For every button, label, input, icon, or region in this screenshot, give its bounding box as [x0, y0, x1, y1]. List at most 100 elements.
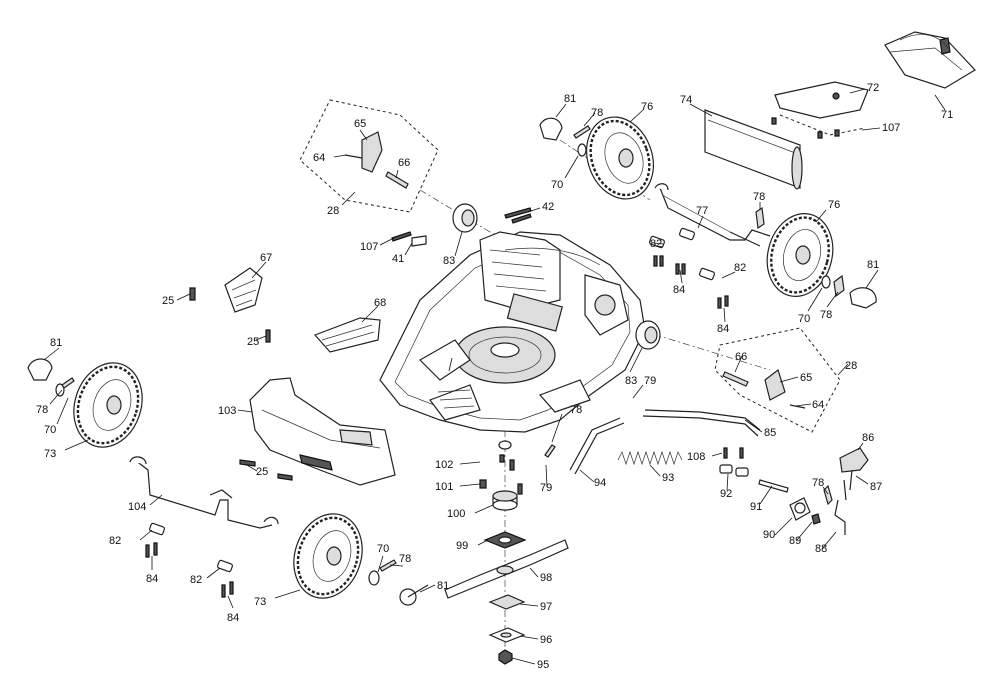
callout-77: 77: [696, 205, 708, 217]
leader-lines: [43, 88, 946, 665]
callout-99: 99: [456, 540, 468, 552]
callout-78: 78: [812, 477, 824, 489]
callout-94: 94: [594, 477, 606, 489]
rear-flap-74: [704, 109, 803, 190]
callout-72: 72: [867, 82, 879, 94]
wheel-76-top: [586, 116, 654, 200]
callout-labels: 81 78 76 70 74 72 71 107 65 64 66 28 42 …: [36, 82, 953, 671]
mower-deck: [379, 231, 646, 433]
callout-102: 102: [435, 459, 453, 471]
callout-78: 78: [399, 553, 411, 565]
callout-70: 70: [44, 424, 56, 436]
callout-70: 70: [798, 313, 810, 325]
wheel-76-right: [766, 212, 834, 298]
callout-88: 88: [815, 543, 827, 555]
bracket-90-spring-89: [789, 497, 821, 525]
callout-74: 74: [680, 94, 692, 106]
callout-103: 103: [218, 405, 236, 417]
callout-81: 81: [564, 93, 576, 105]
callout-76: 76: [828, 199, 840, 211]
callout-41: 41: [392, 253, 404, 265]
callout-28: 28: [845, 360, 857, 372]
callout-84: 84: [146, 573, 158, 585]
callout-107: 107: [882, 122, 900, 134]
callout-82: 82: [734, 262, 746, 274]
callout-25: 25: [256, 466, 268, 478]
fasteners-101-102: [479, 440, 523, 495]
washers-70: [55, 143, 831, 586]
plate-97: [488, 594, 526, 610]
knobs-83: [452, 203, 661, 350]
brackets-82-pins-84: [145, 227, 729, 598]
callout-101: 101: [435, 481, 453, 493]
callout-82: 82: [109, 535, 121, 547]
callout-68: 68: [374, 297, 386, 309]
callout-90: 90: [763, 529, 775, 541]
callout-104: 104: [128, 501, 146, 513]
cover-72: [771, 81, 869, 139]
callout-25: 25: [162, 295, 174, 307]
callout-96: 96: [540, 634, 552, 646]
callout-85: 85: [764, 427, 776, 439]
callout-76: 76: [641, 101, 653, 113]
callout-83: 83: [443, 255, 455, 267]
lever-88-bolt-87: [834, 479, 847, 535]
spring-93: [617, 450, 683, 466]
blade-98: [444, 539, 569, 599]
callout-73: 73: [254, 596, 266, 608]
pins-78: [61, 125, 845, 572]
callout-66: 66: [735, 351, 747, 363]
callout-82: 82: [190, 574, 202, 586]
bag-frame-71: [884, 31, 976, 89]
callout-89: 89: [789, 535, 801, 547]
callout-87: 87: [870, 481, 882, 493]
wheel-73-bottom: [293, 513, 363, 599]
callout-66: 66: [398, 157, 410, 169]
rear-axle-77: [654, 183, 771, 247]
callout-92: 92: [720, 488, 732, 500]
callout-78: 78: [570, 404, 582, 416]
rod-85: [642, 409, 761, 437]
side-guard-103: [249, 377, 396, 486]
callout-70: 70: [377, 543, 389, 555]
callout-84: 84: [227, 612, 239, 624]
callout-79: 79: [540, 482, 552, 494]
plate-96: [488, 627, 526, 643]
callout-79: 79: [644, 375, 656, 387]
callout-81: 81: [867, 259, 879, 271]
callout-107: 107: [360, 241, 378, 253]
deflector-67: [224, 267, 263, 313]
callout-100: 100: [447, 508, 465, 520]
callout-81: 81: [50, 337, 62, 349]
callout-95: 95: [537, 659, 549, 671]
rod-94: [569, 417, 625, 475]
callout-82: 82: [650, 238, 662, 250]
callout-98: 98: [540, 572, 552, 584]
callout-97: 97: [540, 601, 552, 613]
callout-67: 67: [260, 252, 272, 264]
wheel-73-left: [73, 362, 143, 448]
callout-64: 64: [812, 399, 824, 411]
callout-78: 78: [820, 309, 832, 321]
callout-78: 78: [753, 191, 765, 203]
hub-caps-81: [27, 117, 877, 606]
front-axle-104: [129, 456, 279, 529]
bolts-42-41-107: [391, 207, 532, 247]
bushings-92-screws-108: [719, 447, 749, 477]
fan-99: [483, 531, 527, 549]
nut-95: [498, 649, 513, 665]
callout-28: 28: [327, 205, 339, 217]
callout-84: 84: [673, 284, 685, 296]
lever-assembly-28-bottom: [714, 327, 841, 433]
callout-71: 71: [941, 109, 953, 121]
callout-91: 91: [750, 501, 762, 513]
callout-65: 65: [354, 118, 366, 130]
callout-64: 64: [313, 152, 325, 164]
callout-108: 108: [687, 451, 705, 463]
callout-78: 78: [591, 107, 603, 119]
lever-assembly-28-top: [299, 99, 439, 213]
screws-25: [189, 287, 293, 481]
callout-81: 81: [437, 580, 449, 592]
callout-70: 70: [551, 179, 563, 191]
